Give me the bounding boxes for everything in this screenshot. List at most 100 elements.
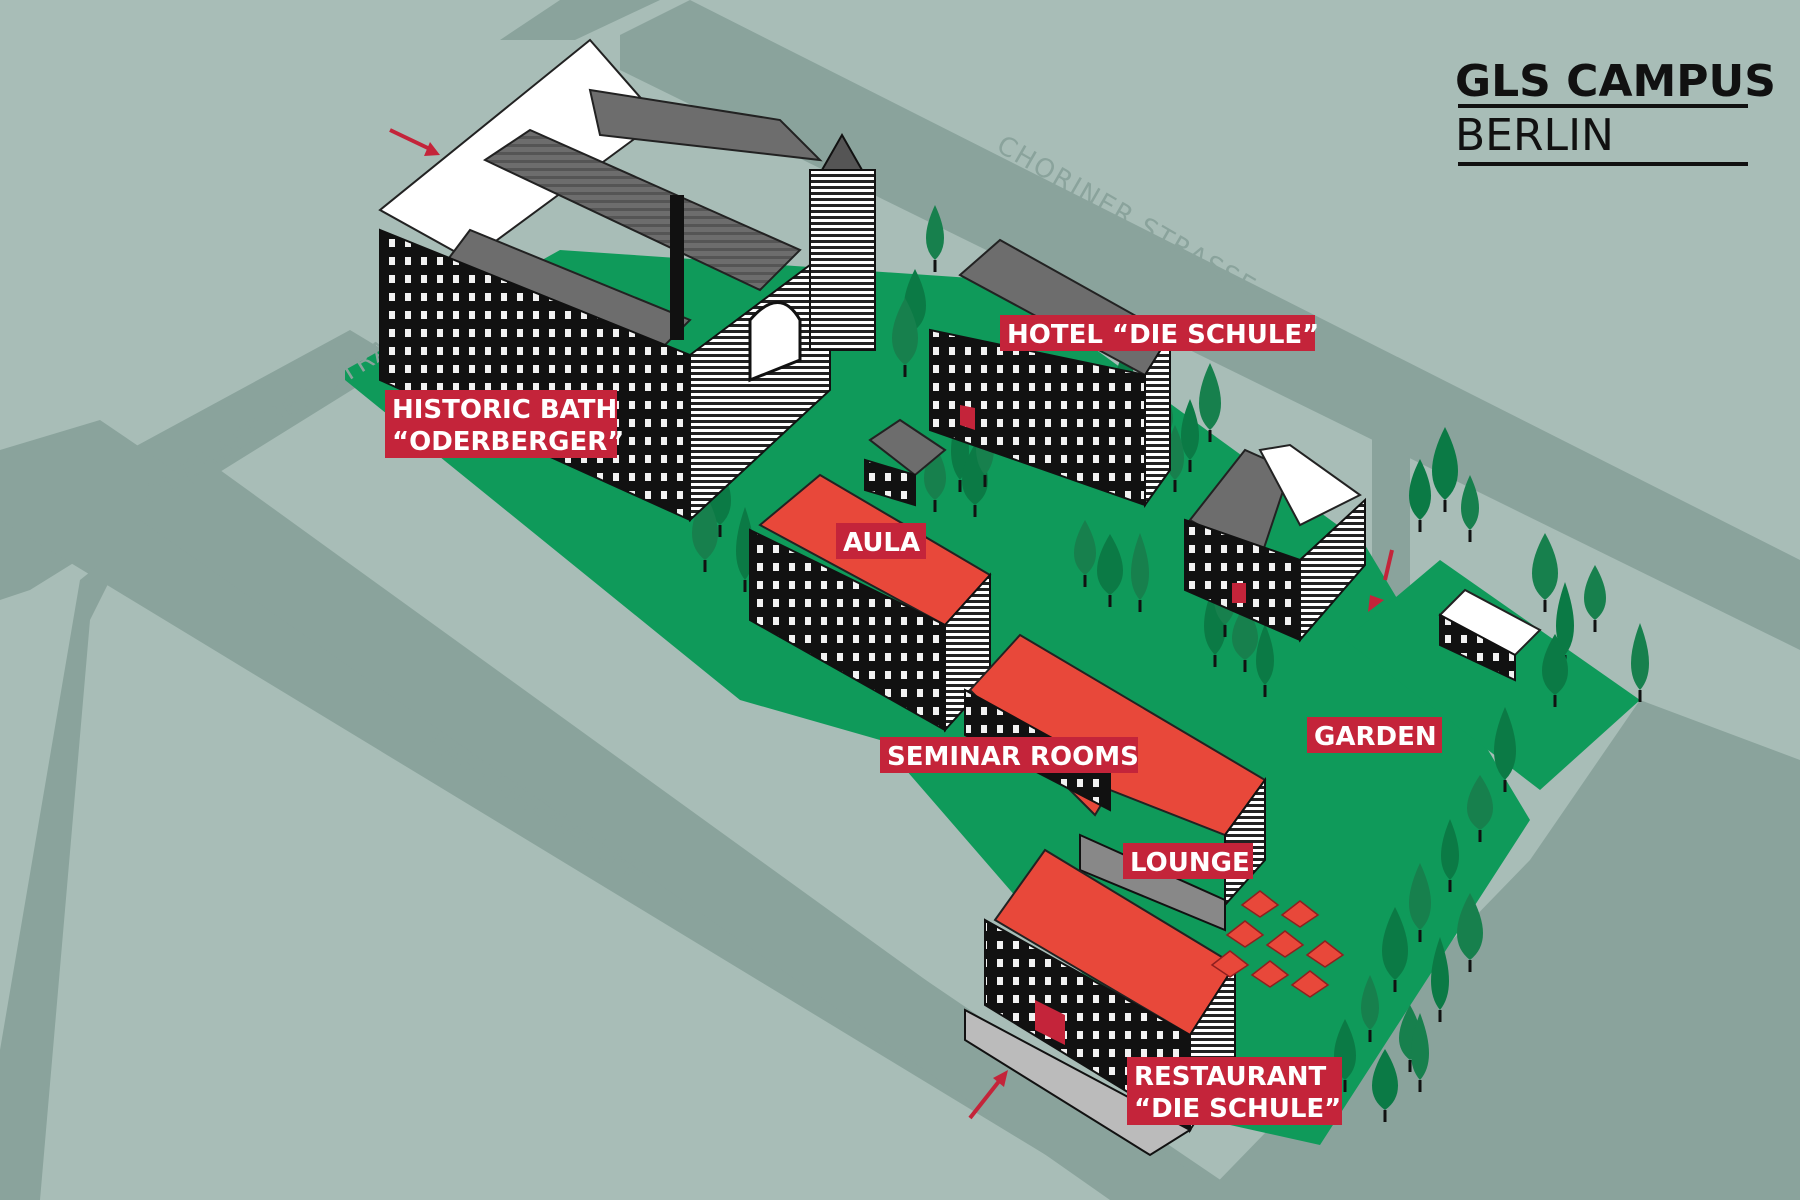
- label-restaurant-line2: “DIE SCHULE”: [1134, 1094, 1341, 1124]
- parasol-icon: [1280, 900, 1320, 928]
- arrow-entrance-restaurant: [968, 1070, 1008, 1120]
- tree-icon: [1411, 1013, 1429, 1080]
- tree-trunk: [1208, 430, 1212, 442]
- parasol-icon: [1290, 970, 1330, 998]
- tree-icon: [1532, 533, 1558, 600]
- tree-icon: [1409, 459, 1431, 520]
- tree-icon: [1457, 893, 1483, 960]
- parasol-icon: [1265, 930, 1305, 958]
- label-restaurant-line1: RESTAURANT: [1134, 1062, 1327, 1092]
- map-title: GLS CAMPUS BERLIN: [1455, 56, 1776, 166]
- tree-icon: [1431, 937, 1449, 1010]
- road-cross-left: [0, 540, 130, 1200]
- label-historic-bath-line1: HISTORIC BATH: [392, 395, 617, 425]
- tree-trunk: [1468, 530, 1472, 542]
- bath-tower: [809, 169, 876, 351]
- campus-garden-lot: [1345, 560, 1640, 790]
- building-garden-house: [1438, 588, 1542, 682]
- tree-trunk: [1448, 880, 1452, 892]
- label-historic-bath-line2: “ODERBERGER”: [392, 427, 624, 457]
- tree-icon: [1432, 427, 1458, 500]
- parasol-icon: [1250, 960, 1290, 988]
- title-line2: BERLIN: [1455, 110, 1614, 161]
- garden-house-wall: [1439, 613, 1516, 682]
- tree-trunk: [1223, 625, 1227, 637]
- tree-trunk: [1243, 660, 1247, 672]
- label-lounge-text: LOUNGE: [1130, 848, 1250, 878]
- tree-icon: [1584, 565, 1606, 620]
- tree-icon: [1461, 475, 1479, 530]
- tree-icon: [892, 298, 918, 365]
- tree-trunk: [703, 560, 707, 572]
- road-kastanienallee: [140, 470, 1230, 1200]
- building-small-house: [864, 418, 947, 507]
- bath-tower-top: [820, 132, 864, 171]
- tree-icon: [1542, 634, 1568, 695]
- tree-trunk: [933, 260, 937, 272]
- tree-trunk: [718, 525, 722, 537]
- tree-trunk: [1593, 620, 1597, 632]
- tree-trunk: [1108, 595, 1112, 607]
- bath-roof-back: [588, 88, 823, 162]
- tree-trunk: [1138, 600, 1142, 612]
- title-line1: GLS CAMPUS: [1455, 56, 1776, 107]
- tree-trunk: [1443, 500, 1447, 512]
- tree-trunk: [1408, 1060, 1412, 1072]
- tree-trunk: [973, 505, 977, 517]
- tree-trunk: [1418, 930, 1422, 942]
- label-historic-bath: HISTORIC BATH “ODERBERGER”: [385, 390, 624, 458]
- tree-trunk: [903, 365, 907, 377]
- label-aula-text: AULA: [843, 528, 920, 558]
- tree-trunk: [1418, 520, 1422, 532]
- tree-trunk: [1173, 480, 1177, 492]
- tree-trunk: [1418, 1080, 1422, 1092]
- parasol-icon: [1240, 890, 1280, 918]
- bath-arched-window: [748, 301, 802, 383]
- tree-trunk: [1503, 780, 1507, 792]
- tree-trunk: [1638, 690, 1642, 702]
- tree-trunk: [1438, 1010, 1442, 1022]
- tree-trunk: [1083, 575, 1087, 587]
- tree-trunk: [1213, 655, 1217, 667]
- villa-wall-side: [1299, 497, 1366, 643]
- tree-icon: [1181, 399, 1199, 460]
- tree-trunk: [1478, 830, 1482, 842]
- label-seminar-rooms-text: SEMINAR ROOMS: [887, 742, 1139, 772]
- tree-trunk: [933, 500, 937, 512]
- tree-icon: [1256, 624, 1274, 685]
- villa-roof-b: [1258, 443, 1362, 527]
- title-rule-bottom: [1458, 162, 1748, 166]
- label-aula: AULA: [836, 523, 926, 559]
- tree-trunk: [1393, 980, 1397, 992]
- tree-trunk: [1263, 685, 1267, 697]
- villa-door: [1232, 583, 1246, 603]
- parasol-icon: [1210, 950, 1250, 978]
- restaurant-door: [1035, 1000, 1065, 1045]
- tree-trunk: [1368, 1030, 1372, 1042]
- label-hotel: HOTEL “DIE SCHULE”: [1000, 315, 1319, 351]
- building-villa: [1184, 443, 1366, 643]
- label-garden: GARDEN: [1307, 717, 1442, 753]
- label-hotel-text: HOTEL “DIE SCHULE”: [1007, 320, 1319, 350]
- label-restaurant: RESTAURANT “DIE SCHULE”: [1127, 1057, 1342, 1125]
- tree-icon: [1441, 819, 1459, 880]
- tree-icon: [1382, 907, 1408, 980]
- road-top-edge: [500, 0, 660, 40]
- tree-icon: [1494, 707, 1516, 780]
- label-seminar-rooms: SEMINAR ROOMS: [880, 737, 1139, 773]
- tree-trunk: [1543, 600, 1547, 612]
- tree-icon: [1372, 1049, 1398, 1110]
- entrance-arrows: [389, 128, 1394, 1120]
- small-house-wall: [864, 458, 916, 507]
- small-house-roof: [868, 418, 947, 477]
- tree-trunk: [958, 480, 962, 492]
- tree-trunk: [1343, 1080, 1347, 1092]
- tree-icon: [1409, 863, 1431, 930]
- parasol-icon: [1305, 940, 1345, 968]
- tree-icon: [1199, 363, 1221, 430]
- tree-icon: [1467, 775, 1493, 830]
- tree-trunk: [983, 475, 987, 487]
- title-rule-top: [1458, 104, 1748, 108]
- building-historic-bath: [378, 38, 876, 523]
